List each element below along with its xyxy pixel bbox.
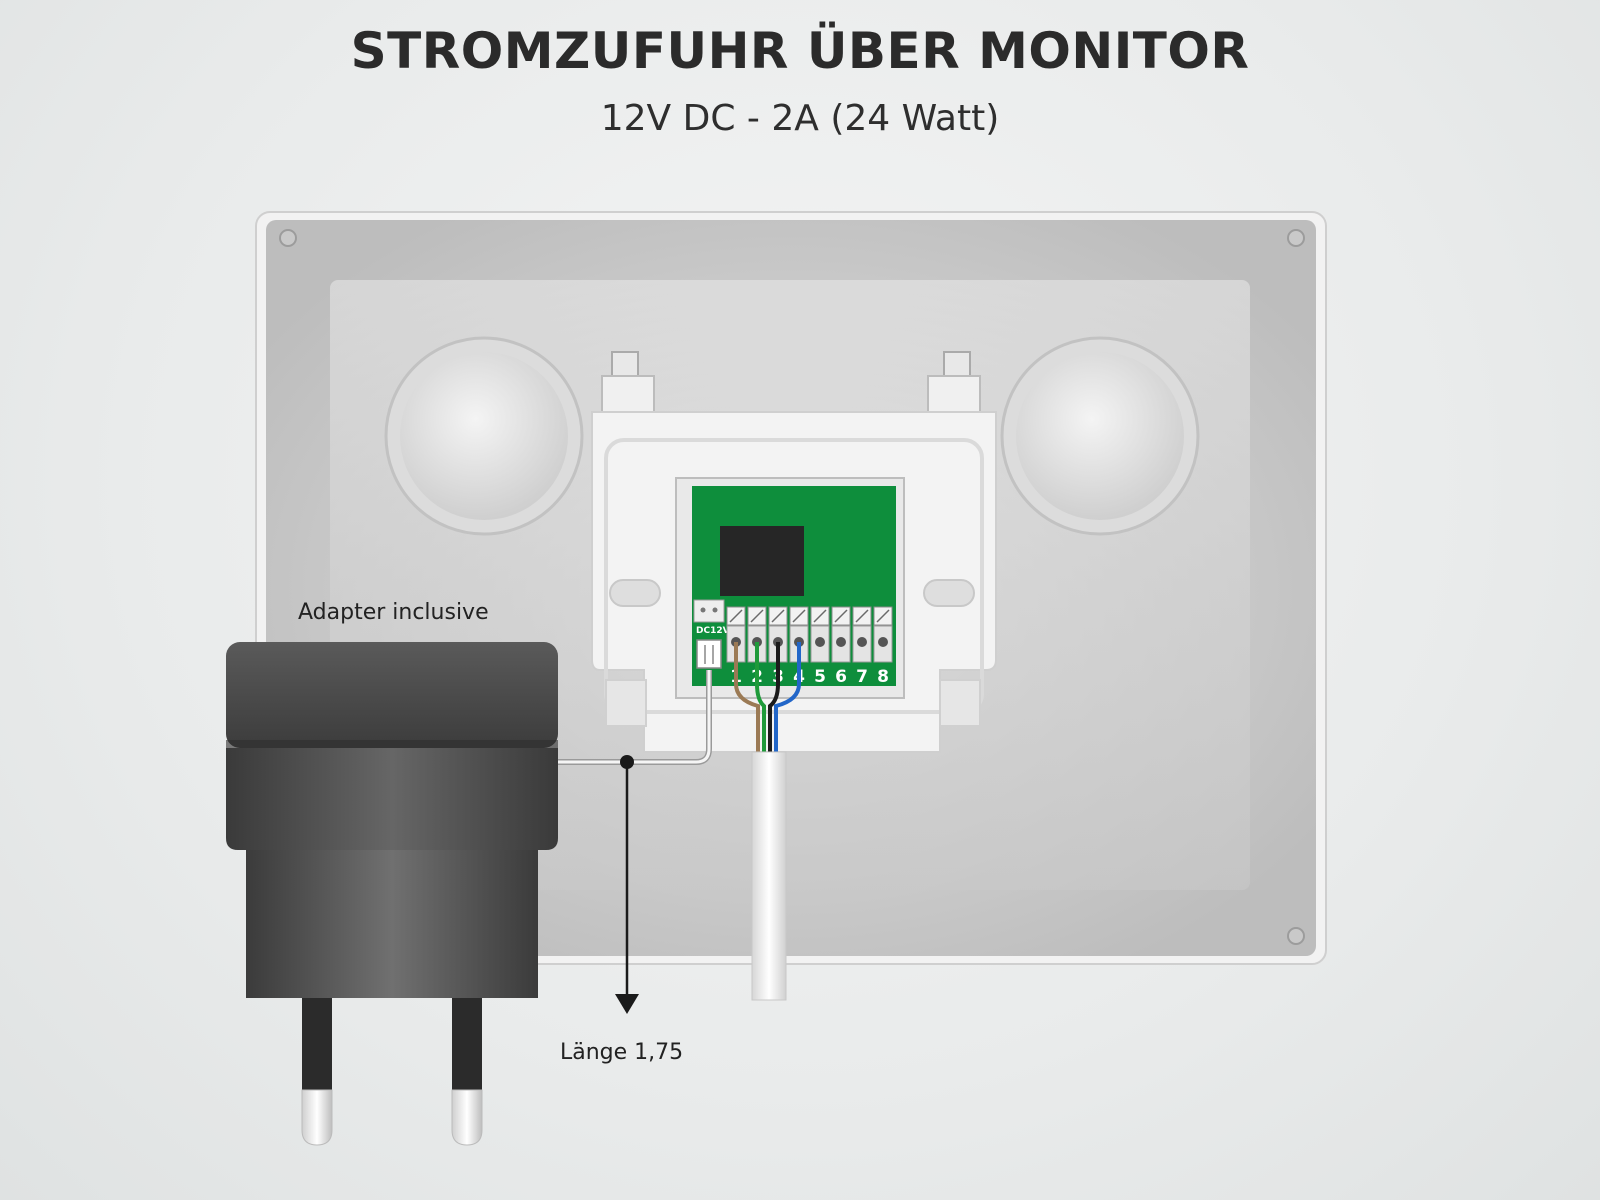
terminal-number: 7 — [856, 667, 868, 687]
terminal-hole-icon — [815, 637, 825, 647]
terminal-hole-icon — [878, 637, 888, 647]
page-title: STROMZUFUHR ÜBER MONITOR — [350, 22, 1250, 80]
adapter-label: Adapter inclusive — [298, 600, 489, 625]
wire — [768, 642, 780, 760]
power-cable — [556, 670, 712, 1014]
terminal-slot — [750, 609, 764, 623]
speaker-left-icon — [384, 336, 584, 536]
screw-icon — [1287, 927, 1305, 945]
terminal-hole-icon — [857, 637, 867, 647]
screw-icon — [1287, 229, 1305, 247]
terminal-number: 6 — [835, 667, 847, 687]
speaker-right-icon — [1000, 336, 1200, 536]
terminal-slot — [729, 609, 743, 623]
plug-pin-left — [302, 998, 332, 1094]
wire — [755, 642, 766, 760]
wire — [734, 642, 760, 760]
plug-pin-right — [452, 998, 482, 1094]
terminal-slot — [792, 609, 806, 623]
bus-wires — [734, 642, 801, 760]
terminal-number: 8 — [877, 667, 889, 687]
terminal-hole-icon — [836, 637, 846, 647]
power-adapter-icon — [226, 642, 558, 1146]
bus-cable — [751, 751, 787, 1001]
terminal-slot — [834, 609, 848, 623]
terminal-slot — [855, 609, 869, 623]
page-subtitle: 12V DC - 2A (24 Watt) — [600, 98, 1000, 139]
dc-port: DC12V — [693, 599, 730, 669]
terminal-slot — [771, 609, 785, 623]
wire — [774, 642, 801, 760]
screw-icon — [279, 229, 297, 247]
arrow-down-icon — [615, 994, 639, 1014]
terminal-number: 5 — [814, 667, 826, 687]
terminal-slot — [813, 609, 827, 623]
chip-icon — [720, 526, 804, 596]
terminal-slot — [876, 609, 890, 623]
length-label: Länge 1,75 — [560, 1040, 684, 1065]
dc-port-label: DC12V — [696, 626, 730, 636]
dc-connector-icon — [696, 639, 722, 669]
